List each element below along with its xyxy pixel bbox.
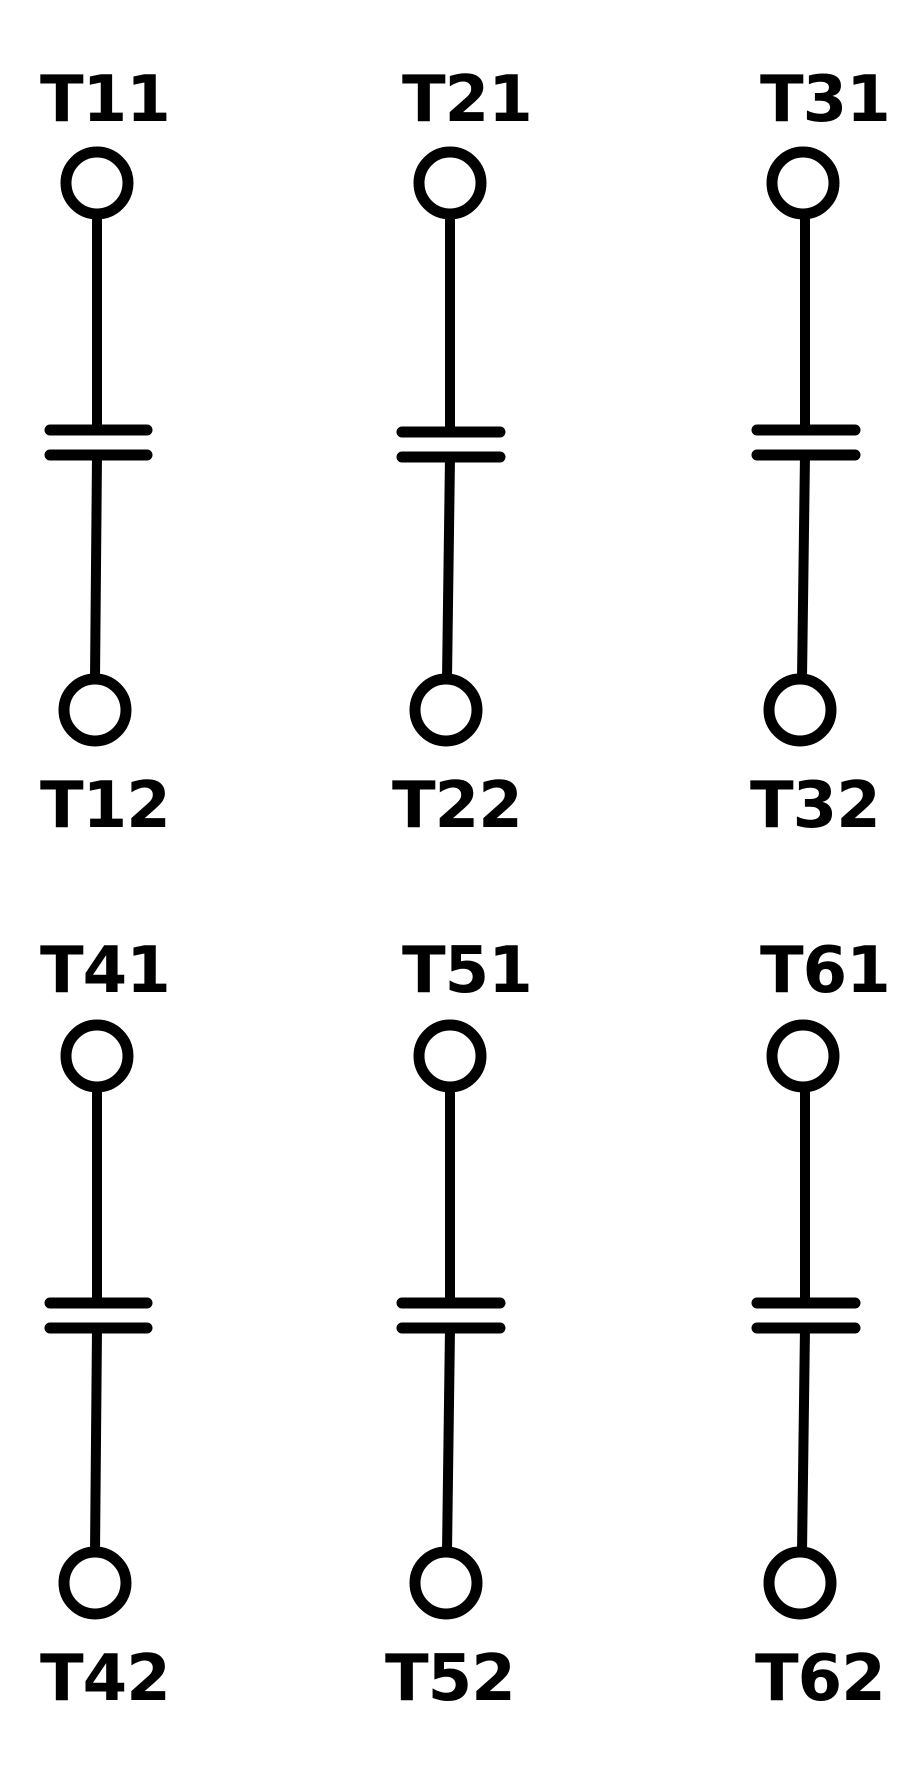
terminal-label-bottom: T52	[385, 1642, 515, 1716]
terminal-circle-icon	[58, 673, 132, 747]
wire	[797, 454, 810, 680]
capacitor-component: T21 T22	[392, 63, 533, 843]
terminal-circle-icon	[766, 146, 840, 220]
terminal-label-bottom: T12	[40, 769, 170, 843]
capacitor-component: T41 T42	[40, 934, 171, 1716]
terminal-label-bottom: T42	[40, 1642, 170, 1716]
terminal-circle-icon	[409, 1546, 483, 1620]
terminal-circle-icon	[766, 1019, 840, 1093]
terminal-label-bottom: T22	[392, 769, 522, 843]
capacitor-component: T51 T52	[385, 934, 533, 1716]
wire	[90, 1327, 102, 1553]
terminal-label-top: T11	[40, 63, 170, 137]
terminal-label-top: T61	[760, 934, 890, 1008]
wire	[442, 1327, 455, 1553]
wire	[797, 1327, 810, 1553]
terminal-label-bottom: T62	[755, 1642, 885, 1716]
terminal-circle-icon	[60, 1019, 134, 1093]
terminal-circle-icon	[58, 1546, 132, 1620]
terminal-circle-icon	[763, 1546, 837, 1620]
terminal-circle-icon	[60, 146, 134, 220]
wire	[90, 454, 102, 680]
terminal-circle-icon	[763, 673, 837, 747]
terminal-circle-icon	[413, 1019, 487, 1093]
capacitor-component: T31 T32	[750, 63, 891, 843]
terminal-label-top: T31	[760, 63, 890, 137]
capacitor-component: T61 T62	[751, 934, 891, 1716]
terminal-label-top: T21	[402, 63, 532, 137]
terminal-label-bottom: T32	[750, 769, 880, 843]
terminal-circle-icon	[413, 146, 487, 220]
wire	[442, 456, 455, 680]
capacitor-component: T11 T12	[40, 63, 171, 843]
terminal-label-top: T51	[402, 934, 532, 1008]
terminal-label-top: T41	[40, 934, 170, 1008]
terminal-circle-icon	[409, 673, 483, 747]
